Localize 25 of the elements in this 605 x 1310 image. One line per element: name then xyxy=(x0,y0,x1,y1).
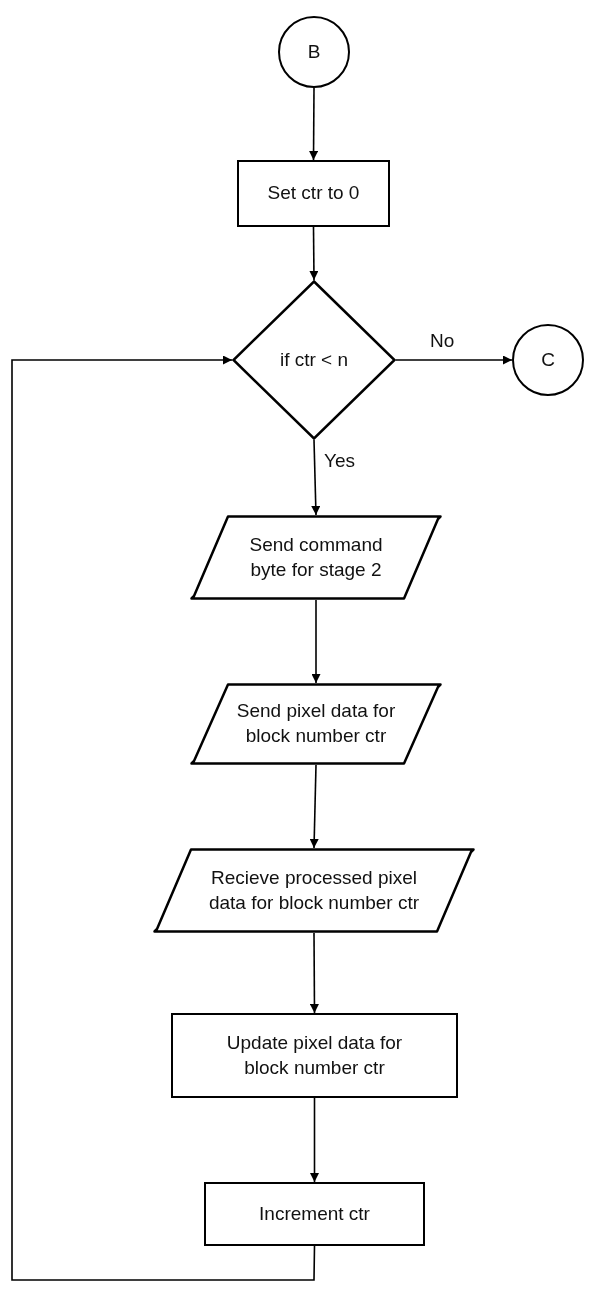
node-label: Send command byte for stage 2 xyxy=(248,532,384,582)
node-label: if ctr < n xyxy=(278,347,350,372)
arrow xyxy=(309,87,319,161)
node-label: Increment ctr xyxy=(258,1201,371,1226)
io-parallelogram xyxy=(190,515,442,600)
node-label: Set ctr to 0 xyxy=(266,181,361,206)
arrow xyxy=(11,355,316,1281)
arrow xyxy=(311,439,321,516)
arrow xyxy=(309,764,319,849)
node-label: Send pixel data for block number ctr xyxy=(235,699,397,748)
node-label: Update pixel data for block number ctr xyxy=(225,1030,404,1080)
process-box xyxy=(237,160,390,227)
arrow xyxy=(309,932,319,1014)
arrow xyxy=(309,226,319,281)
arrow xyxy=(311,599,321,684)
process-box xyxy=(204,1182,425,1246)
decision-diamond xyxy=(232,280,396,440)
node-label: C xyxy=(540,347,556,372)
process-box xyxy=(171,1013,458,1098)
node-label: B xyxy=(306,39,322,64)
io-parallelogram xyxy=(190,683,442,765)
arrow xyxy=(395,355,513,365)
io-parallelogram xyxy=(153,848,475,933)
arrow xyxy=(310,1097,319,1183)
node-label: Recieve processed pixel data for block number ctr xyxy=(207,865,421,915)
